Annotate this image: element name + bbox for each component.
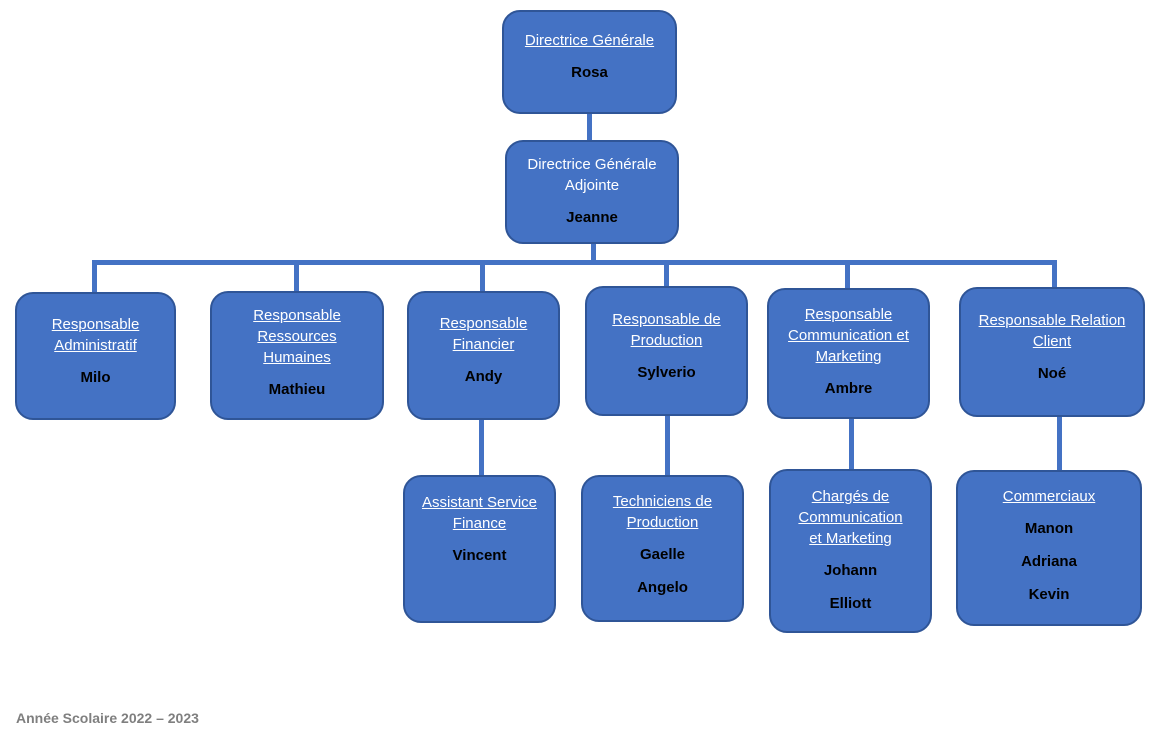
node-deputy: Directrice Générale Adjointe Jeanne [505, 140, 679, 244]
node-manager-hr: Responsable Ressources Humaines Mathieu [210, 291, 384, 420]
person-name: Jeanne [566, 209, 618, 226]
person-name: Elliott [829, 595, 872, 612]
node-title: Directrice Générale Adjointe [527, 156, 657, 194]
node-manager-client: Responsable Relation Client Noé [959, 287, 1145, 417]
person-name: Andy [464, 368, 503, 385]
person-name: Rosa [571, 64, 608, 81]
person-name: Manon [1024, 520, 1074, 537]
node-title: Assistant Service Finance [421, 494, 538, 532]
node-team-production: Techniciens de Production Gaelle Angelo [581, 475, 744, 622]
node-title: Responsable Financier [439, 315, 528, 353]
connector-bus-manager-1 [92, 262, 97, 294]
person-name: Ambre [824, 380, 873, 397]
connector-horizontal-bus [92, 260, 1057, 265]
person-name: Gaelle [639, 546, 686, 563]
connector-bus-manager-4 [664, 262, 669, 288]
node-manager-finance: Responsable Financier Andy [407, 291, 560, 420]
connector-ceo-deputy [587, 113, 592, 142]
person-name: Sylverio [637, 364, 696, 381]
node-manager-production: Responsable de Production Sylverio [585, 286, 748, 416]
connector-bus-manager-5 [845, 262, 850, 289]
connector-bus-manager-2 [294, 262, 299, 293]
connector-finance-team [479, 419, 484, 477]
person-name: Noé [1037, 365, 1067, 382]
person-name: Angelo [637, 579, 688, 596]
node-title: Responsable Communication et Marketing [788, 306, 909, 365]
node-title: Responsable Administratif [51, 316, 140, 354]
node-title: Responsable Ressources Humaines [253, 307, 341, 366]
person-name: Vincent [452, 547, 507, 564]
node-title: Commerciaux [1002, 488, 1096, 505]
connector-client-team [1057, 414, 1062, 472]
connector-production-team [665, 414, 670, 477]
node-team-marketing: Chargés de Communication et Marketing Jo… [769, 469, 932, 633]
node-title: Directrice Générale [524, 32, 655, 49]
node-title: Responsable de Production [612, 311, 721, 349]
connector-deputy-bus [591, 242, 596, 262]
node-manager-marketing: Responsable Communication et Marketing A… [767, 288, 930, 419]
person-name: Kevin [1028, 586, 1070, 603]
node-title: Chargés de Communication et Marketing [798, 488, 903, 547]
person-name: Mathieu [268, 381, 326, 398]
person-name: Adriana [1021, 553, 1077, 570]
node-title: Techniciens de Production [612, 493, 713, 531]
person-name: Johann [823, 562, 878, 579]
node-ceo: Directrice Générale Rosa [502, 10, 677, 114]
connector-bus-manager-3 [480, 262, 485, 293]
node-title: Responsable Relation Client [978, 312, 1126, 350]
node-manager-admin: Responsable Administratif Milo [15, 292, 176, 420]
connector-bus-manager-6 [1052, 262, 1057, 289]
node-team-client: Commerciaux Manon Adriana Kevin [956, 470, 1142, 626]
node-team-finance: Assistant Service Finance Vincent [403, 475, 556, 623]
connector-marketing-team [849, 417, 854, 471]
person-name: Milo [80, 369, 111, 386]
school-year-footer: Année Scolaire 2022 – 2023 [16, 710, 199, 726]
